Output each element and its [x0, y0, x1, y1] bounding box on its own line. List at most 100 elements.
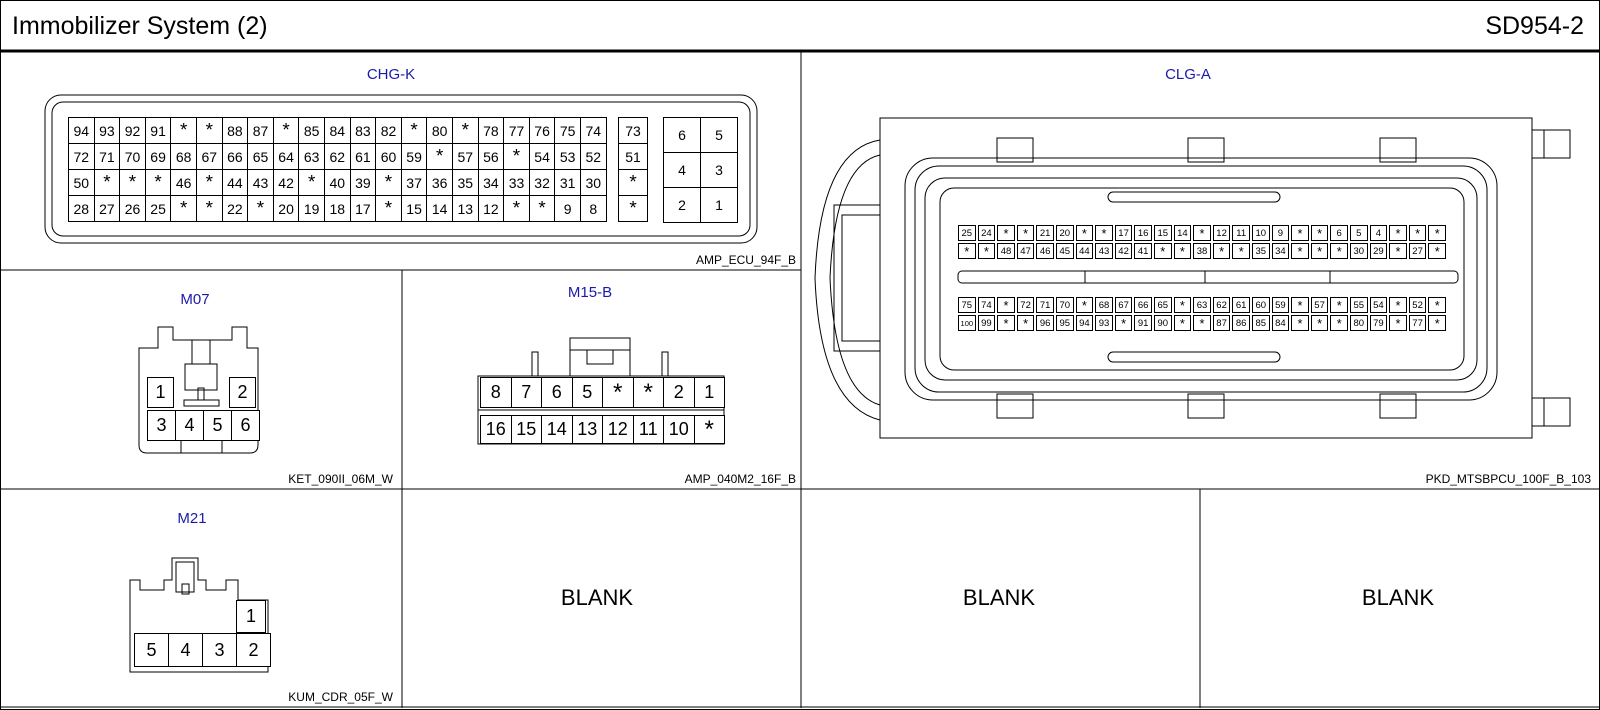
- pin-cell: 41: [1134, 243, 1152, 259]
- pin-cell: 12: [1212, 225, 1231, 241]
- pin-cell: *: [997, 297, 1015, 313]
- pin-cell: *: [452, 117, 479, 144]
- pin-cell: 5: [134, 633, 169, 667]
- pin-cell: 5: [571, 377, 603, 408]
- pin-cell: 25: [144, 195, 172, 222]
- pin-cell: *: [1428, 297, 1446, 313]
- pin-cell: *: [1428, 243, 1446, 259]
- pin-cell: 52: [1408, 297, 1427, 313]
- pin-cell: *: [1193, 225, 1211, 241]
- pin-cell: *: [1016, 315, 1035, 331]
- pin-cell: *: [1389, 315, 1407, 331]
- pin-cell: 43: [1095, 243, 1113, 259]
- pin-cell: 52: [580, 143, 607, 170]
- pin-cell: *: [170, 117, 197, 144]
- pin-cell: 66: [1134, 297, 1152, 313]
- pin-cell: 4: [1369, 225, 1388, 241]
- pin-cell: 39: [349, 169, 377, 196]
- pin-cell: 51: [618, 143, 648, 170]
- pin-cell: 5: [700, 117, 738, 153]
- connector-m07-name: M07: [180, 291, 210, 308]
- pin-cell: *: [618, 195, 648, 222]
- pin-cell: *: [1330, 297, 1348, 313]
- pin-cell: *: [602, 377, 634, 408]
- pin-cell: 94: [68, 117, 95, 144]
- pin-cell: 48: [997, 243, 1015, 259]
- blank-cell-2: BLANK: [962, 585, 1036, 610]
- pin-cell: 77: [503, 117, 530, 144]
- pin-cell: *: [272, 117, 300, 144]
- pin-cell: 71: [1036, 297, 1054, 313]
- pin-cell: 80: [1350, 315, 1368, 331]
- pin-cell: 62: [324, 143, 351, 170]
- pin-cell: *: [1016, 225, 1035, 241]
- pin-cell: *: [528, 195, 556, 222]
- pin-cell: *: [1330, 243, 1348, 259]
- pin-cell: 27: [1408, 243, 1427, 259]
- pin-cell: 5: [203, 410, 232, 441]
- pin-cell: 26: [119, 195, 146, 222]
- pin-cell: 93: [93, 117, 121, 144]
- pin-cell: 20: [272, 195, 300, 222]
- pin-cell: 3: [147, 410, 176, 441]
- pin-cell: 11: [632, 415, 664, 444]
- pin-cell: *: [1114, 315, 1133, 331]
- connector-m07-part: KET_090II_06M_W: [288, 472, 393, 486]
- pin-cell: 91: [1134, 315, 1152, 331]
- pin-cell: 47: [1016, 243, 1035, 259]
- pin-cell: 87: [1212, 315, 1231, 331]
- pin-cell: 44: [221, 169, 249, 196]
- connector-clg-a-name: CLG-A: [1165, 66, 1211, 83]
- pin-cell: 70: [1056, 297, 1074, 313]
- pin-cell: 72: [1016, 297, 1035, 313]
- pin-cell: *: [1408, 225, 1427, 241]
- pin-cell: 59: [1271, 297, 1290, 313]
- pin-cell: 29: [1369, 243, 1388, 259]
- pin-cell: *: [1291, 315, 1309, 331]
- pin-cell: 24: [977, 225, 996, 241]
- pin-cell: 80: [426, 117, 453, 144]
- pin-cell: 21: [1036, 225, 1054, 241]
- pin-cell: 15: [1154, 225, 1172, 241]
- pin-cell: 54: [1369, 297, 1388, 313]
- pin-cell: 63: [1193, 297, 1211, 313]
- pin-cell: *: [632, 377, 664, 408]
- pin-cell: *: [1310, 315, 1329, 331]
- pin-cell: 86: [1232, 315, 1250, 331]
- pin-cell: 25: [958, 225, 976, 241]
- pin-cell: *: [1389, 297, 1407, 313]
- pin-cell: 22: [221, 195, 249, 222]
- pin-cell: 16: [1134, 225, 1152, 241]
- blank-cell-3: BLANK: [1361, 585, 1435, 610]
- pin-cell: 17: [1114, 225, 1133, 241]
- pin-cell: 61: [1232, 297, 1250, 313]
- pin-cell: 74: [977, 297, 996, 313]
- pin-cell: 1: [693, 377, 725, 408]
- page-title: Immobilizer System (2): [12, 12, 268, 40]
- pin-cell: *: [1291, 243, 1309, 259]
- pin-cell: 4: [168, 633, 203, 667]
- pin-cell: 96: [1036, 315, 1054, 331]
- pin-cell: 85: [1252, 315, 1270, 331]
- pin-cell: 12: [602, 415, 634, 444]
- pin-cell: *: [693, 415, 725, 444]
- pin-cell: 46: [170, 169, 197, 196]
- pin-cell: 61: [349, 143, 377, 170]
- pin-cell: *: [196, 195, 223, 222]
- pin-cell: 75: [958, 297, 976, 313]
- pin-cell: 44: [1075, 243, 1094, 259]
- pin-cell: 91: [144, 117, 172, 144]
- pin-cell: *: [1193, 315, 1211, 331]
- pin-cell: 9: [1271, 225, 1290, 241]
- connector-m15b-part: AMP_040M2_16F_B: [684, 472, 796, 486]
- pin-cell: 2: [229, 377, 256, 408]
- pin-cell: 57: [452, 143, 479, 170]
- pin-cell: 77: [1408, 315, 1427, 331]
- pin-cell: 99: [977, 315, 996, 331]
- pin-cell: 36: [426, 169, 453, 196]
- pin-cell: 56: [477, 143, 505, 170]
